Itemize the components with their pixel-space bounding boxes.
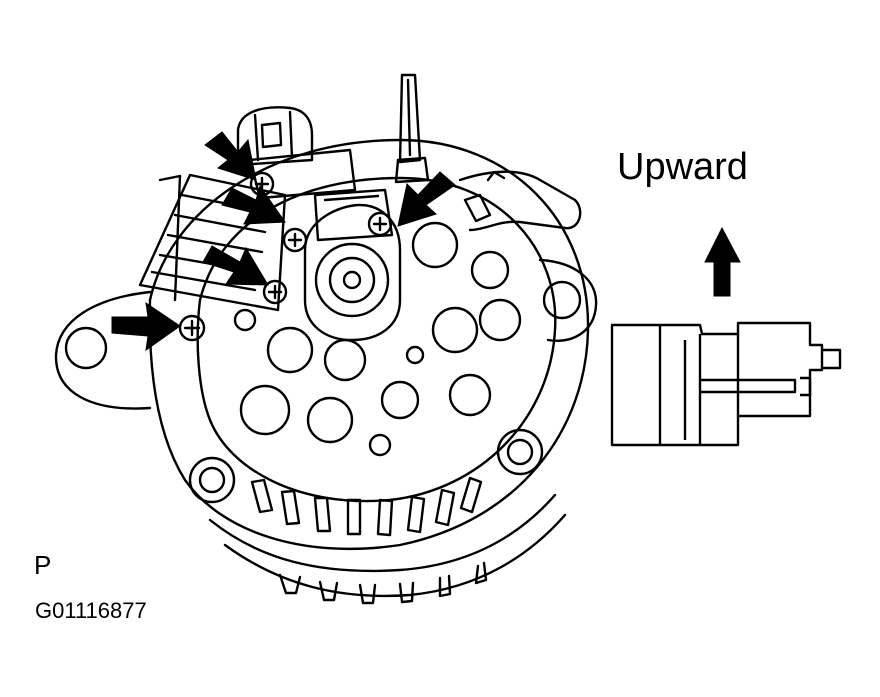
pointer-arrow-icon — [221, 184, 286, 225]
rotor-shaft — [394, 73, 430, 184]
screw-icon — [233, 308, 257, 332]
screw-icon — [367, 211, 393, 237]
up-arrow-icon — [704, 226, 741, 297]
connector — [236, 106, 357, 200]
brush-holder — [303, 188, 402, 342]
screw-icon — [178, 314, 206, 342]
screw-icon — [282, 227, 308, 253]
figure-code: G01116877 — [35, 598, 147, 623]
direction-label: Upward — [617, 146, 748, 188]
screw-icon — [262, 279, 288, 305]
vent-slots — [250, 476, 483, 537]
pointer-arrow-icon — [111, 301, 181, 352]
pointer-arrow-icon — [397, 171, 456, 227]
alternator-housing — [54, 138, 598, 598]
view-letter: P — [34, 550, 52, 580]
pointer-arrows — [111, 131, 456, 352]
pointer-arrow-icon — [204, 131, 257, 181]
stator-teeth — [278, 561, 488, 605]
terminal-bracket — [458, 170, 582, 232]
regulator-side-view — [610, 321, 842, 447]
pointer-arrow-icon — [202, 245, 269, 286]
